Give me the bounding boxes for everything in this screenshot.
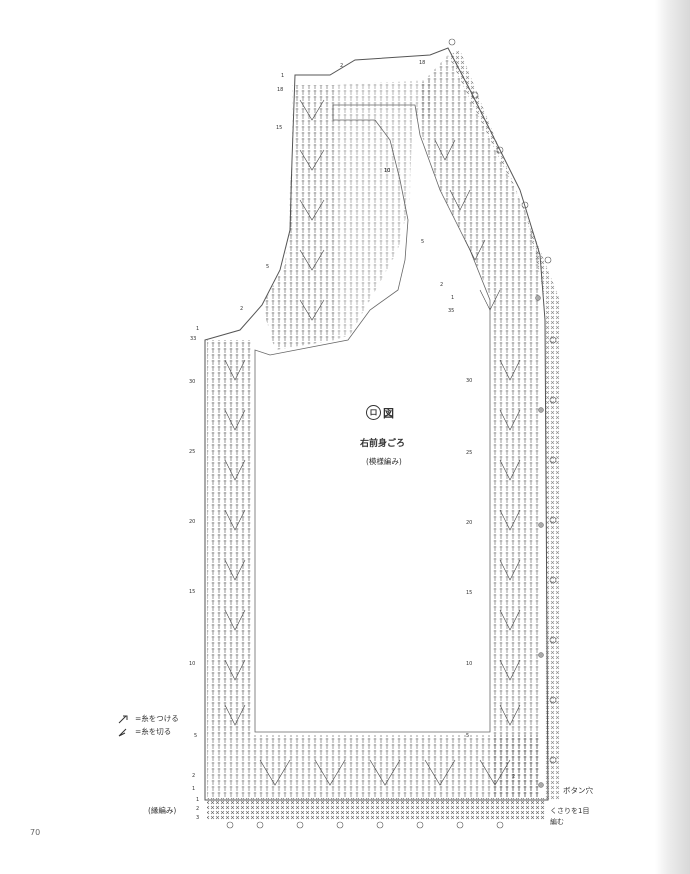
row-number: 2 <box>512 774 515 780</box>
row-number: 1 <box>196 797 199 803</box>
row-number: 30 <box>466 378 472 384</box>
row-number: 5 <box>466 733 469 739</box>
row-number: 3 <box>196 815 199 821</box>
row-number: 33 <box>190 336 196 342</box>
chain-note: くさりを1目 編む <box>550 806 589 828</box>
stitch-pattern-note: (模様編み) <box>366 457 402 466</box>
row-number: 2 <box>340 63 343 69</box>
row-number: 20 <box>466 520 472 526</box>
buttonhole-label: ボタン穴 <box>563 786 593 795</box>
diagram-label: 図 <box>383 406 394 420</box>
edging-stitch-band <box>207 798 545 820</box>
row-number: 5 <box>421 239 424 245</box>
row-number: 2 <box>240 306 243 312</box>
legend-cut-yarn: =糸を切る <box>118 725 179 738</box>
neck-stitch-band <box>335 80 430 340</box>
row-number: 10 <box>189 661 195 667</box>
row-number: 2 <box>196 806 199 812</box>
circle-mark: ロ <box>366 405 381 420</box>
row-number: 18 <box>277 87 283 93</box>
row-number: 15 <box>189 589 195 595</box>
right-row-numbers: 2 18 10 5 2 1 35 30 25 20 15 10 5 2 <box>340 60 515 780</box>
piece-name: 右前身ごろ <box>360 439 406 449</box>
row-number: 10 <box>384 168 390 174</box>
chain-note-line2: 編む <box>550 818 564 826</box>
row-number: 10 <box>466 661 472 667</box>
right-front-stitch-band <box>420 55 540 798</box>
row-number: 1 <box>451 295 454 301</box>
row-number: 10 <box>384 168 390 174</box>
row-number: 15 <box>466 590 472 596</box>
row-number: 25 <box>189 449 195 455</box>
fan-motifs <box>224 99 521 786</box>
picot-loops <box>226 38 557 829</box>
diagram-title: ロ 図 <box>345 400 415 421</box>
legend-cut-label: =糸を切る <box>135 727 172 736</box>
attach-yarn-icon <box>118 715 128 723</box>
cut-yarn-icon <box>118 728 127 736</box>
row-number: 2 <box>192 773 195 779</box>
row-number: 15 <box>276 125 282 131</box>
page-gutter-shadow <box>655 0 690 874</box>
edging-label: (縁編み) <box>148 806 177 815</box>
row-number: 20 <box>189 519 195 525</box>
row-number: 5 <box>194 733 197 739</box>
button-marks <box>535 295 544 788</box>
legend-attach-label: =糸をつける <box>135 714 179 723</box>
shoulder-stitch-band <box>262 85 335 350</box>
row-number: 1 <box>281 73 284 79</box>
front-band-stitches <box>448 50 560 800</box>
row-number: 35 <box>448 308 454 314</box>
left-row-numbers: 1 18 15 10 5 2 1 33 30 25 20 15 10 5 2 1… <box>189 73 390 821</box>
bottom-stitch-band <box>207 735 540 798</box>
row-number: 30 <box>189 379 195 385</box>
left-edge-stitch-band <box>207 340 253 735</box>
page-number: 70 <box>30 828 41 837</box>
legend: =糸をつける =糸を切る <box>118 712 179 738</box>
chain-note-line1: くさりを1目 <box>550 807 590 815</box>
row-number: 1 <box>192 786 195 792</box>
row-number: 5 <box>266 264 269 270</box>
row-number: 18 <box>419 60 425 66</box>
row-number: 25 <box>466 450 472 456</box>
row-number: 2 <box>440 282 443 288</box>
row-number: 1 <box>196 326 199 332</box>
legend-attach-yarn: =糸をつける <box>118 712 179 725</box>
